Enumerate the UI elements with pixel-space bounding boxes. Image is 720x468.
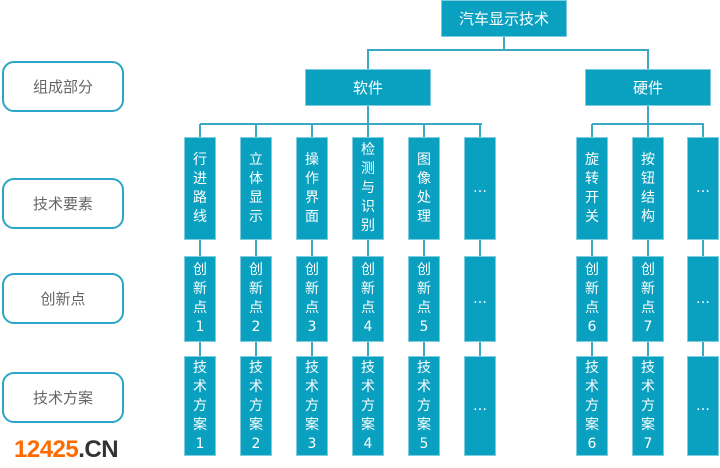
innovation-text: 创新点6 [585,262,599,335]
connector [503,36,505,50]
solution-node: … [464,356,496,456]
solution-text: 技术方案1 [193,359,207,452]
hardware-node: 硬件 [585,69,711,106]
innovation-node: 创新点6 [576,256,608,342]
element-text: 按钮结构 [641,151,655,225]
solution-node: 技术方案5 [408,356,440,456]
solution-node: 技术方案7 [632,356,664,456]
innovation-node: 创新点3 [296,256,328,342]
innovation-node: 创新点2 [240,256,272,342]
label-solutions: 技术方案 [2,372,124,423]
innovation-node: 创新点1 [184,256,216,342]
innovation-text: 创新点7 [641,262,655,335]
label-innovations: 创新点 [2,273,124,324]
element-node: … [464,137,496,240]
innovation-text: 创新点1 [193,262,207,335]
connector [367,105,369,124]
label-components: 组成部分 [2,61,124,112]
innovation-node: 创新点4 [352,256,384,342]
innovation-node: … [464,256,496,342]
connector [367,124,369,356]
solution-text: … [473,397,487,414]
element-text: … [696,180,710,196]
watermark: 12425.CN [14,436,119,464]
element-text: 操作界面 [305,151,319,225]
element-node: 操作界面 [296,137,328,240]
solution-text: 技术方案4 [361,359,375,452]
innovation-node: 创新点7 [632,256,664,342]
element-text: 图像处理 [417,151,431,225]
connector [647,49,649,69]
element-text: 立体显示 [249,151,263,225]
element-node: 行进路线 [184,137,216,240]
innovation-text: 创新点2 [249,262,263,335]
solution-node: 技术方案6 [576,356,608,456]
solution-text: 技术方案2 [249,359,263,452]
innovation-node: … [687,256,719,342]
element-node: 立体显示 [240,137,272,240]
watermark-number: 12425 [14,436,79,463]
innovation-text: 创新点4 [361,262,375,335]
solution-node: 技术方案2 [240,356,272,456]
solution-node: … [687,356,719,456]
connector [591,124,593,356]
connector [647,124,649,356]
connector [255,124,257,356]
connector [367,49,649,51]
solution-text: 技术方案5 [417,359,431,452]
watermark-suffix: .CN [78,436,119,463]
connector [479,124,481,356]
root-node: 汽车显示技术 [441,0,567,37]
connector [199,124,201,356]
element-node: 旋转开关 [576,137,608,240]
innovation-text: … [696,290,710,307]
connector [423,124,425,356]
element-node: … [687,137,719,240]
element-node: 按钮结构 [632,137,664,240]
innovation-node: 创新点5 [408,256,440,342]
element-text: 检测与识别 [361,142,375,234]
solution-node: 技术方案1 [184,356,216,456]
solution-node: 技术方案4 [352,356,384,456]
connector [702,124,704,356]
solution-text: 技术方案6 [585,359,599,452]
solution-text: 技术方案7 [641,359,655,452]
solution-node: 技术方案3 [296,356,328,456]
element-node: 检测与识别 [352,137,384,240]
connector [367,49,369,69]
element-text: … [473,180,487,196]
solution-text: … [696,397,710,414]
solution-text: 技术方案3 [305,359,319,452]
element-text: 行进路线 [193,151,207,225]
connector [647,105,649,124]
connector [200,123,482,125]
element-node: 图像处理 [408,137,440,240]
innovation-text: 创新点5 [417,262,431,335]
innovation-text: … [473,290,487,307]
element-text: 旋转开关 [585,151,599,225]
innovation-text: 创新点3 [305,262,319,335]
software-node: 软件 [305,69,431,106]
connector [311,124,313,356]
label-tech-elements: 技术要素 [2,178,124,229]
